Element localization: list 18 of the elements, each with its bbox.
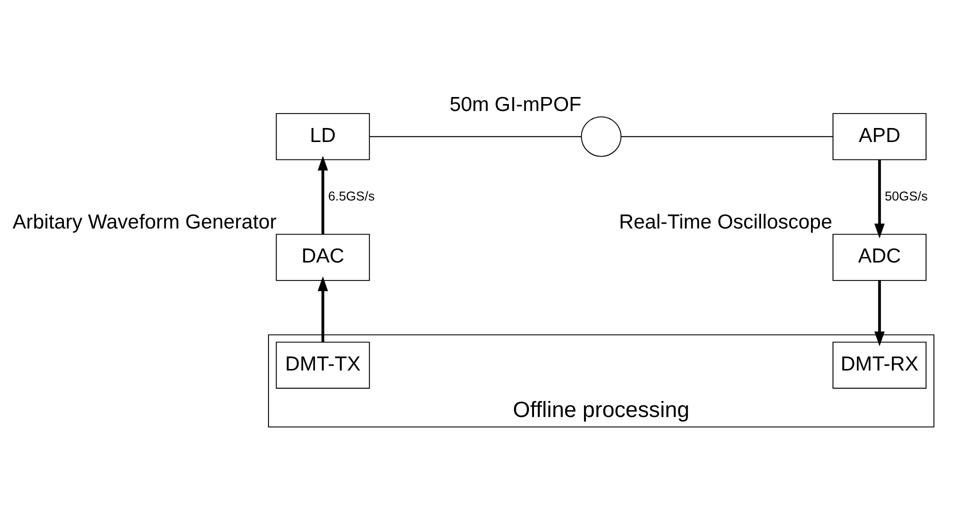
arrow [874,280,885,346]
node-label: 50m GI-mPOF [450,93,582,116]
node-circle [580,116,622,156]
arrow [318,276,328,342]
arrow [874,159,885,238]
node-box: DMT-RX [832,341,927,388]
node-box: LD [276,112,370,160]
edge-label: 50GS/s [884,188,928,203]
node-box: APD [832,112,927,160]
node-box: DAC [276,233,370,280]
node-label: Arbitary Waveform Generator [12,210,276,233]
arrow [318,155,328,234]
connector [369,136,582,137]
connector [620,136,834,137]
node-box: ADC [832,233,927,280]
node-box: DMT-TX [276,341,370,388]
edge-label: 6.5GS/s [328,188,375,203]
node-label: Real-Time Oscilloscope [618,210,832,233]
